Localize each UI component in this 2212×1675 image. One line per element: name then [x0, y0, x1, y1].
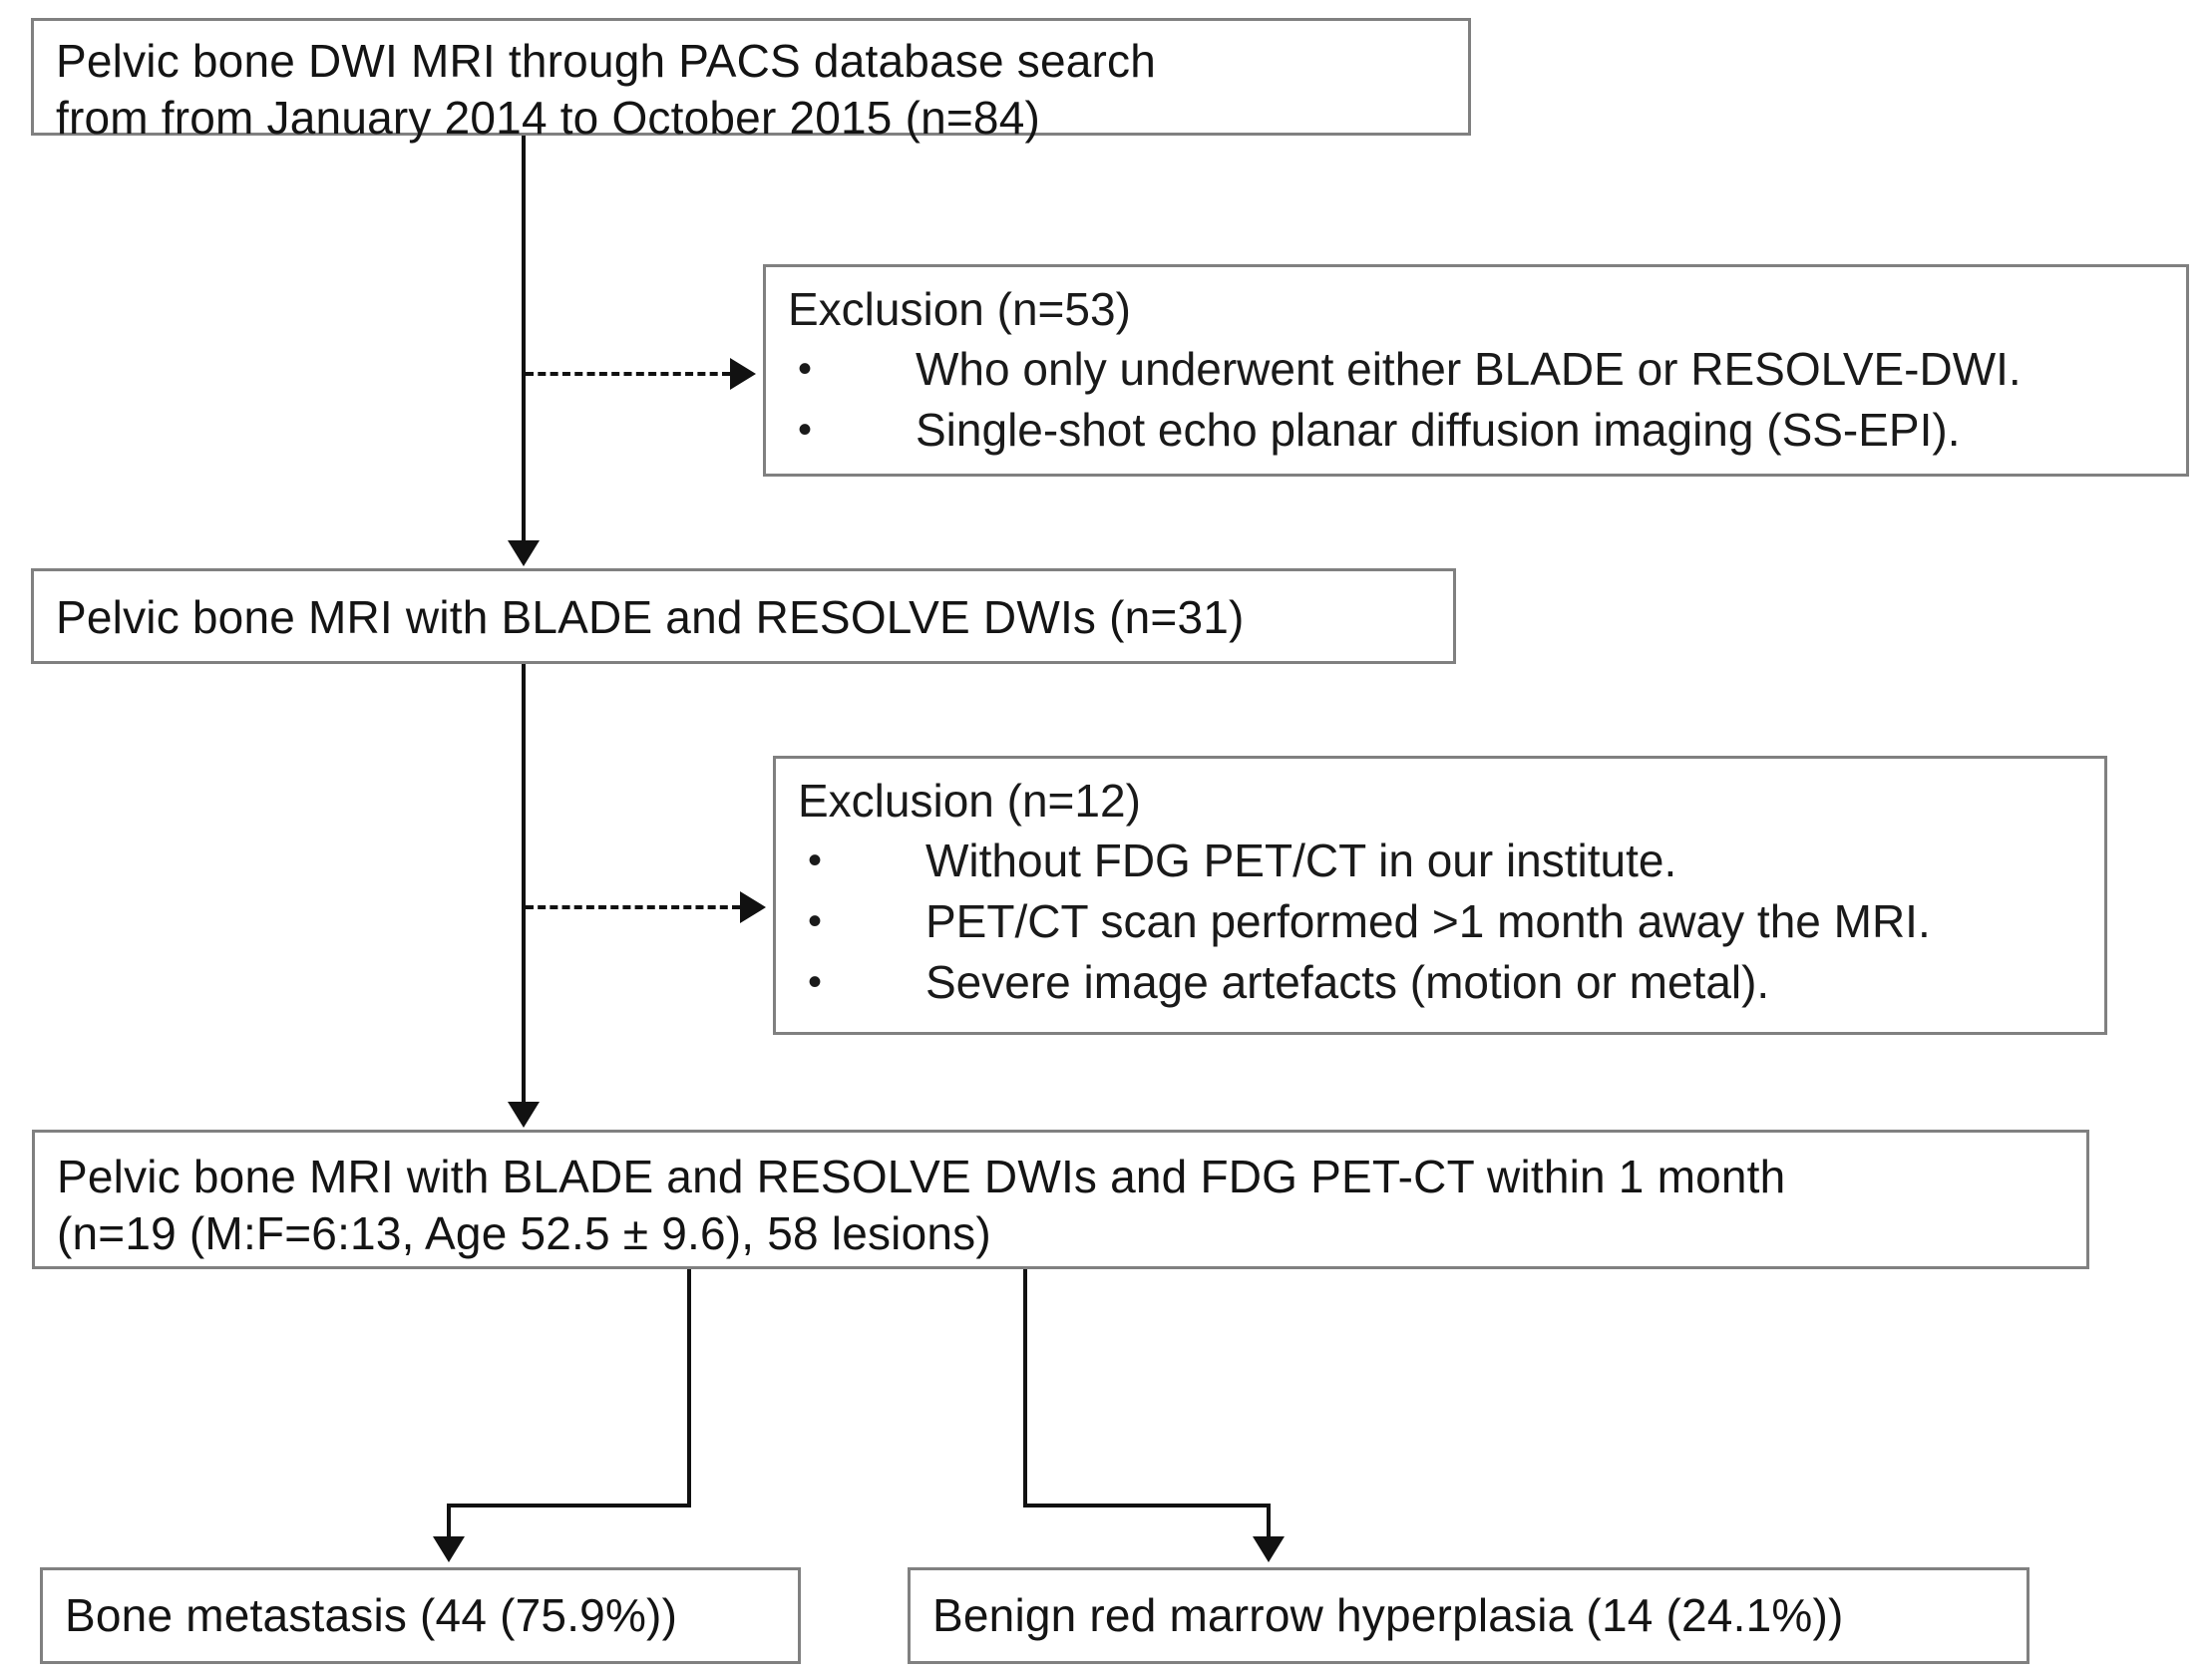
connector-final-to-benign-vline-2 [1267, 1504, 1271, 1539]
connector-final-to-metastasis-hline [447, 1504, 691, 1508]
node-outcome-bone-metastasis: Bone metastasis (44 (75.9%)) [40, 1567, 801, 1664]
connector-final-to-metastasis-vline-2 [447, 1504, 451, 1539]
node-outcome-benign-hyperplasia-label: Benign red marrow hyperplasia (14 (24.1%… [932, 1589, 1844, 1641]
node-outcome-benign-hyperplasia: Benign red marrow hyperplasia (14 (24.1%… [908, 1567, 2029, 1664]
node-final-cohort: Pelvic bone MRI with BLADE and RESOLVE D… [32, 1130, 2089, 1269]
list-item: • Single-shot echo planar diffusion imag… [788, 400, 2178, 461]
list-item-label: Without FDG PET/CT in our institute. [925, 835, 1677, 886]
node-final-cohort-line2: (n=19 (M:F=6:13, Age 52.5 ± 9.6), 58 les… [57, 1207, 991, 1259]
node-exclusion-2: Exclusion (n=12) • Without FDG PET/CT in… [773, 756, 2107, 1035]
list-item: • PET/CT scan performed >1 month away th… [798, 891, 2096, 952]
connector-exclusion-1-dashed-line [526, 372, 730, 376]
connector-exclusion-2-dashed-line [526, 905, 740, 909]
node-source-cohort-line1: Pelvic bone DWI MRI through PACS databas… [56, 35, 1157, 87]
list-item-label: Single-shot echo planar diffusion imagin… [916, 404, 1961, 456]
node-outcome-bone-metastasis-label: Bone metastasis (44 (75.9%)) [65, 1589, 678, 1641]
connector-final-to-metastasis-vline-1 [687, 1269, 691, 1508]
connector-final-to-benign-hline [1023, 1504, 1271, 1508]
node-final-cohort-line1: Pelvic bone MRI with BLADE and RESOLVE D… [57, 1151, 1786, 1202]
node-exclusion-1-list: • Who only underwent either BLADE or RES… [788, 339, 2178, 461]
list-item-label: Who only underwent either BLADE or RESOL… [916, 343, 2022, 395]
connector-exclusion-2-arrow [740, 891, 766, 923]
connector-blade-to-final-line [522, 664, 526, 1104]
node-blade-resolve-line1: Pelvic bone MRI with BLADE and RESOLVE D… [56, 591, 1245, 643]
bullet-icon: • [798, 347, 813, 391]
node-exclusion-1: Exclusion (n=53) • Who only underwent ei… [763, 264, 2189, 477]
connector-blade-to-final-arrow [508, 1102, 540, 1128]
node-exclusion-1-title: Exclusion (n=53) [788, 283, 1131, 335]
connector-final-to-benign-vline-1 [1023, 1269, 1027, 1508]
list-item: • Who only underwent either BLADE or RES… [788, 339, 2178, 400]
bullet-icon: • [798, 408, 813, 452]
connector-source-to-blade-line [522, 136, 526, 542]
node-blade-resolve: Pelvic bone MRI with BLADE and RESOLVE D… [31, 568, 1456, 664]
node-exclusion-2-list: • Without FDG PET/CT in our institute. •… [798, 831, 2096, 1013]
connector-final-to-metastasis-arrow [433, 1536, 465, 1562]
bullet-icon: • [808, 899, 823, 943]
connector-source-to-blade-arrow [508, 540, 540, 566]
list-item-label: PET/CT scan performed >1 month away the … [925, 895, 1931, 947]
node-source-cohort: Pelvic bone DWI MRI through PACS databas… [31, 18, 1471, 144]
list-item: • Severe image artefacts (motion or meta… [798, 952, 2096, 1013]
bullet-icon: • [808, 960, 823, 1004]
connector-final-to-benign-arrow [1253, 1536, 1285, 1562]
node-exclusion-2-title: Exclusion (n=12) [798, 775, 1141, 827]
node-source-cohort-line2: from from January 2014 to October 2015 (… [56, 92, 1041, 144]
connector-exclusion-1-arrow [730, 358, 756, 390]
bullet-icon: • [808, 838, 823, 882]
list-item: • Without FDG PET/CT in our institute. [798, 831, 2096, 891]
list-item-label: Severe image artefacts (motion or metal)… [925, 956, 1770, 1008]
